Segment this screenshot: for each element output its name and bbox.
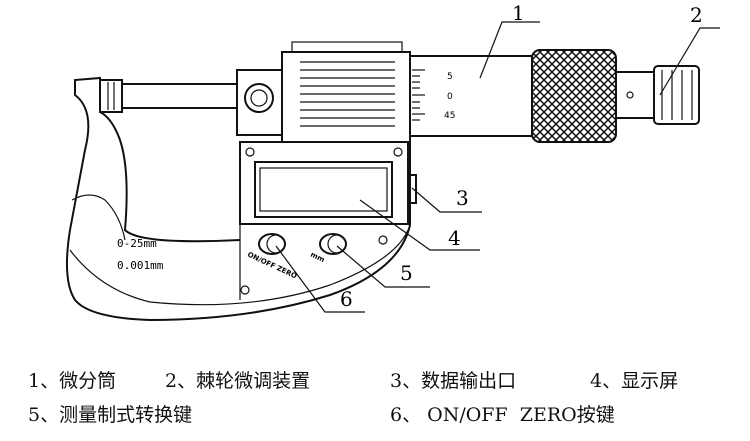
frame-contour (71, 194, 126, 241)
knurled-grip (531, 49, 617, 143)
legend-item-1: 1、微分筒 (28, 370, 117, 392)
legend-item-5: 5、测量制式转换键 (28, 404, 193, 426)
ratchet (615, 71, 655, 119)
data-output-port (407, 174, 417, 204)
legend-item-2: 2、棘轮微调装置 (165, 370, 311, 392)
head-ridges (300, 61, 395, 127)
legend-item-6: 6、 ON/OFF ZERO按键 (390, 404, 615, 426)
scale-label: 0 (447, 92, 453, 102)
display-panel (239, 141, 409, 225)
legend-item-3: 3、数据输出口 (390, 370, 517, 392)
ratchet-cap (653, 65, 700, 125)
callout-1: 1 (512, 1, 525, 25)
lock-housing (236, 69, 283, 136)
unit-label: mm (309, 251, 326, 264)
spindle (121, 83, 238, 109)
callout-5: 5 (400, 261, 413, 285)
callout-6: 6 (340, 287, 353, 311)
thimble-scale (412, 69, 425, 121)
head-body (281, 51, 411, 143)
scale-label: 45 (444, 111, 455, 121)
scale-label: 5 (447, 72, 453, 82)
lock-knob-icon (244, 83, 274, 113)
legend-item-4: 4、显示屏 (590, 370, 679, 392)
callout-2: 2 (690, 3, 703, 27)
thimble (409, 55, 533, 137)
callout-3: 3 (456, 186, 469, 210)
leader-lines (275, 21, 720, 313)
display-screen (254, 161, 393, 218)
frame (66, 76, 411, 322)
callout-4: 4 (448, 226, 461, 250)
range-text: 0-25mm (117, 237, 157, 250)
resolution-text: 0.001mm (117, 259, 164, 272)
anvil (99, 79, 123, 113)
